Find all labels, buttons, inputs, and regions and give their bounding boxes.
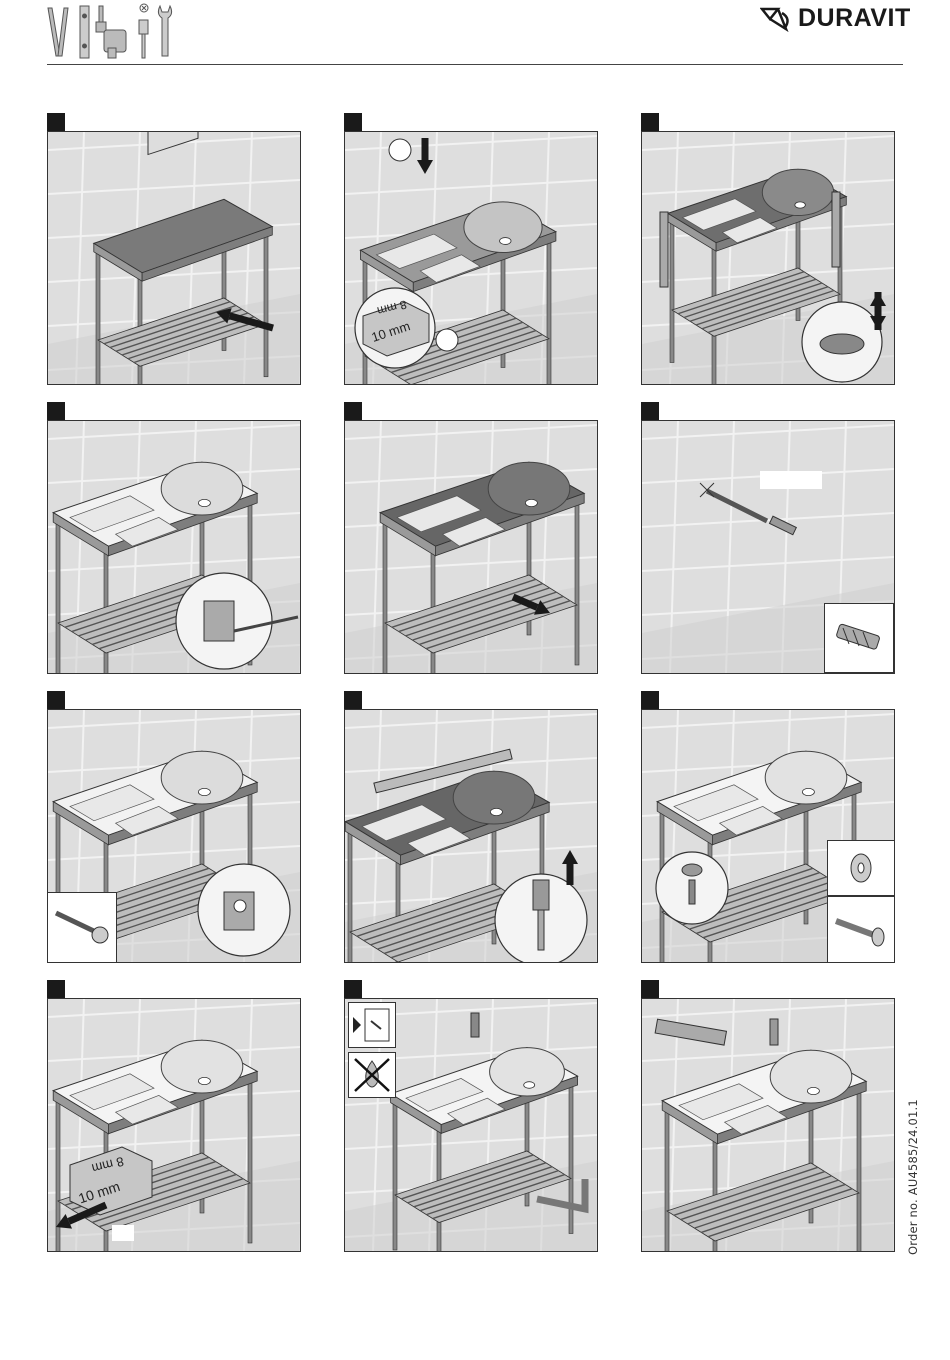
no-fire-warning-inset	[348, 1052, 396, 1098]
illustration-level-adjust-feet	[642, 132, 894, 384]
step-marker-8	[344, 691, 362, 709]
no-flame-icon	[349, 1053, 395, 1097]
step-marker-3	[641, 113, 659, 131]
manual-book-icon	[349, 1003, 395, 1047]
step-panel-1	[47, 131, 301, 385]
bolt-detail-inset	[827, 896, 895, 963]
screwdriver-icon	[139, 4, 148, 58]
pencil-icon	[48, 8, 68, 56]
drill-icon	[96, 6, 126, 58]
wall-plug-icon	[825, 604, 893, 672]
step-marker-10	[47, 980, 65, 998]
order-number: Order no. AU4585/24.01.1	[906, 1099, 920, 1255]
illustration-remove-unit	[345, 421, 597, 673]
header-divider	[47, 64, 903, 65]
step-marker-4	[47, 402, 65, 420]
anchor-detail-inset	[824, 603, 894, 673]
step-panel-4	[47, 420, 301, 674]
page-header: DURAVIT	[0, 0, 950, 70]
brand-logo: DURAVIT	[760, 4, 911, 33]
screw-detail-inset	[47, 892, 117, 963]
illustration-silicone-seal	[642, 999, 894, 1251]
washer-detail-inset	[827, 840, 895, 896]
brand-name: DURAVIT	[798, 4, 911, 33]
screw-icon	[48, 893, 116, 961]
step-marker-12	[641, 980, 659, 998]
tool-icons	[44, 2, 184, 62]
step-panel-8	[344, 709, 598, 963]
step-marker-1	[47, 113, 65, 131]
step-panel-5	[344, 420, 598, 674]
step-panel-12	[641, 998, 895, 1252]
step-marker-5	[344, 402, 362, 420]
level-icon	[80, 6, 89, 58]
duravit-logo-icon	[760, 5, 794, 33]
washer-icon	[828, 841, 894, 895]
step-marker-11	[344, 980, 362, 998]
step-panel-3	[641, 131, 895, 385]
bolt-icon	[828, 897, 894, 961]
illustration-fix-basin-bolts	[345, 710, 597, 962]
step-marker-2	[344, 113, 362, 131]
wrench-icon	[158, 6, 171, 56]
illustration-frame-placement	[48, 132, 300, 384]
manual-reference-inset	[348, 1002, 396, 1048]
illustration-mark-drill-holes	[48, 421, 300, 673]
step-marker-9	[641, 691, 659, 709]
step-marker-6	[641, 402, 659, 420]
step-marker-7	[47, 691, 65, 709]
